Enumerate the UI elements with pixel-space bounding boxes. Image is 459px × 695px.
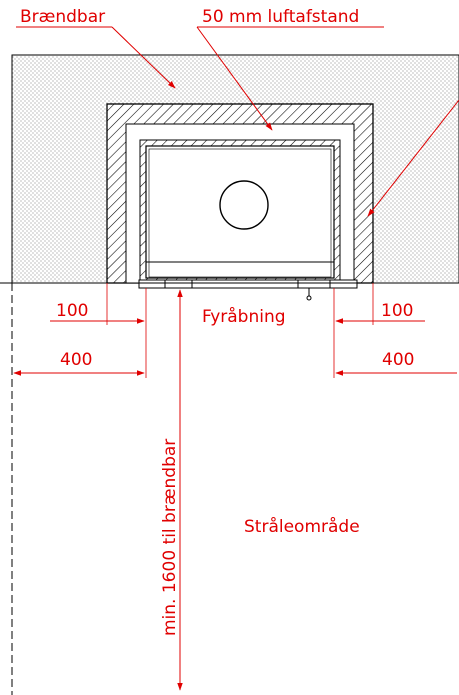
front-plate: [138, 279, 358, 289]
air-gap-leader: [196, 26, 384, 131]
combustible-label: Brændbar: [20, 7, 105, 27]
air-gap-label: 50 mm luftafstand: [202, 7, 359, 27]
flue-opening: [219, 180, 269, 230]
combustible-leader: [16, 26, 176, 89]
right-zone-label: 400: [382, 350, 414, 370]
radiation-area-label: Stråleområde: [244, 516, 360, 537]
right-combustible-leader: [367, 99, 459, 217]
left-offset-label: 100: [56, 301, 88, 321]
door-handle-icon: [306, 288, 312, 301]
min-distance-label: min. 1600 til brændbar: [160, 439, 180, 636]
fire-opening-label: Fyråbning: [202, 306, 286, 327]
right-offset-label: 100: [381, 301, 413, 321]
left-zone-label: 400: [60, 350, 92, 370]
